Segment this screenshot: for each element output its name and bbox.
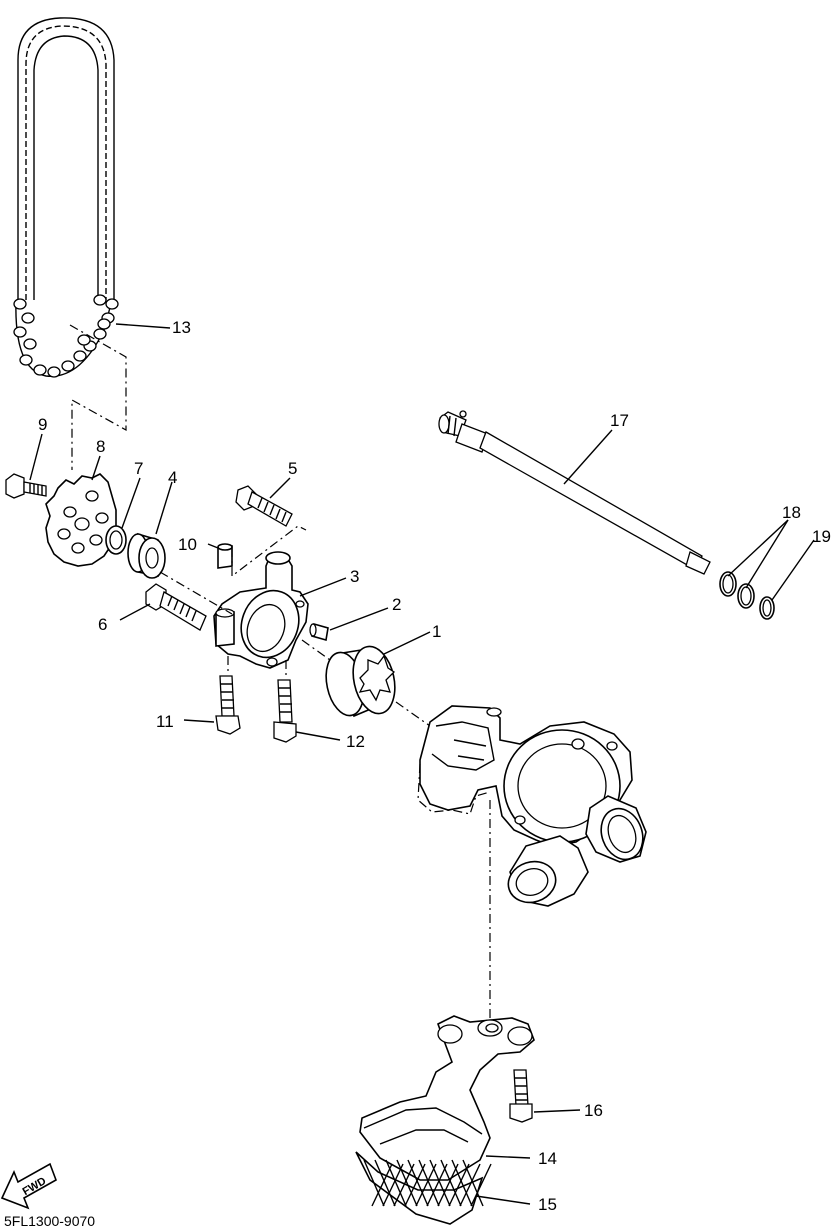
chain-link	[13, 326, 27, 338]
callout-8: 8	[96, 437, 105, 456]
callout-2: 2	[392, 595, 401, 614]
mesh-line	[363, 1159, 385, 1207]
callout-1: 1	[432, 622, 441, 641]
callout-3: 3	[350, 567, 359, 586]
mesh-line	[437, 1163, 459, 1207]
callout-18: 18	[782, 503, 801, 522]
callout-labels: 1 2 3 4 5 6 7 8 9 10 11 12 13 14 15 16 1…	[38, 318, 831, 1214]
callout-7: 7	[134, 459, 143, 478]
mesh-line	[385, 1159, 407, 1207]
drive-chain	[13, 17, 119, 378]
callout-10: 10	[178, 535, 197, 554]
mesh-line	[393, 1163, 415, 1207]
callout-9: 9	[38, 415, 47, 434]
mesh-line	[429, 1159, 451, 1207]
rotor-1	[325, 645, 396, 718]
pin-2	[309, 622, 329, 642]
mesh-line	[440, 1159, 462, 1207]
callout-6: 6	[98, 615, 107, 634]
mesh-line	[448, 1163, 470, 1207]
mesh-line	[404, 1163, 426, 1207]
bearing-4	[127, 532, 166, 579]
callout-15: 15	[538, 1195, 557, 1214]
mesh-line	[396, 1159, 418, 1207]
o-ring-19	[759, 596, 775, 620]
mesh-line	[415, 1163, 437, 1207]
bolt-9	[5, 473, 47, 499]
chain-link	[23, 338, 37, 350]
callout-11: 11	[156, 712, 174, 731]
callout-17: 17	[610, 411, 629, 430]
chain-link	[105, 298, 119, 310]
mesh-line	[451, 1159, 473, 1207]
washer-7	[105, 525, 127, 555]
chain-link	[33, 364, 47, 376]
chain-link	[93, 328, 107, 340]
mesh-line	[374, 1159, 396, 1207]
chain-link	[93, 294, 107, 306]
o-rings-18	[719, 571, 755, 609]
chain-link	[19, 354, 33, 366]
mesh-line	[371, 1163, 393, 1207]
bolt-16	[509, 1069, 533, 1123]
bolt-6	[145, 583, 207, 631]
callout-4: 4	[168, 468, 177, 487]
callout-12: 12	[346, 732, 365, 751]
strainer-screen-15	[355, 1151, 492, 1225]
mesh-line	[426, 1163, 448, 1207]
bolt-5	[235, 485, 293, 527]
oil-pump-body	[417, 705, 647, 907]
chain-link	[13, 298, 27, 310]
fwd-arrow: FWD	[0, 1162, 57, 1210]
leader-lines	[29, 323, 815, 1205]
mesh-line	[382, 1163, 404, 1207]
callout-5: 5	[288, 459, 297, 478]
bolt-11	[215, 675, 241, 735]
mesh-line	[462, 1159, 484, 1207]
mesh-line	[459, 1163, 481, 1207]
sprocket-8	[45, 473, 117, 567]
chain-link	[77, 334, 91, 346]
mesh-line	[407, 1159, 429, 1207]
callout-19: 19	[812, 527, 831, 546]
callout-13: 13	[172, 318, 191, 337]
strainer-14	[359, 1015, 535, 1181]
chain-link	[21, 312, 35, 324]
mesh-line	[418, 1159, 440, 1207]
diagram-code: 5FL1300-9070	[4, 1213, 95, 1229]
dowel-pin-10	[217, 543, 233, 569]
mesh-line	[470, 1163, 492, 1207]
callout-14: 14	[538, 1149, 557, 1168]
chain-link	[73, 350, 87, 362]
bolt-12	[273, 679, 297, 743]
chain-link	[61, 360, 75, 372]
shaft-17	[438, 410, 711, 575]
callout-16: 16	[584, 1101, 603, 1120]
pump-housing-3	[213, 551, 309, 669]
chain-link	[47, 366, 61, 378]
chain-link	[97, 318, 111, 330]
